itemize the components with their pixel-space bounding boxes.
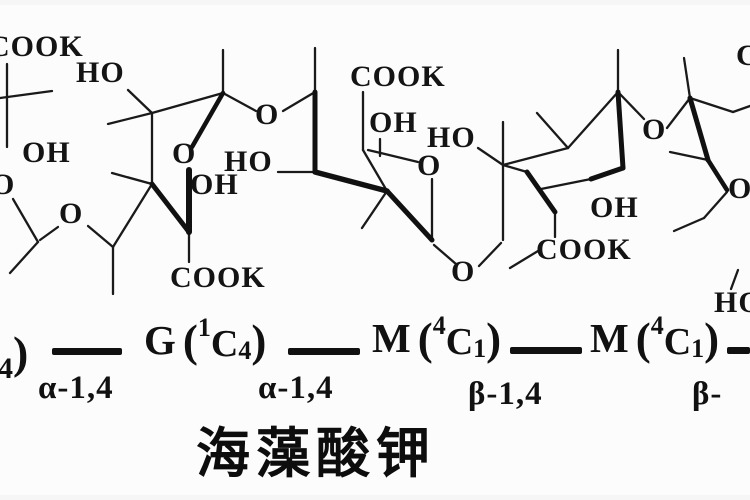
conformation-carbon: C [663,321,692,363]
open-paren: ( [182,316,198,366]
ring-oxygen-left-edge: O [0,168,16,201]
jpeg-artifact-band-top [0,0,750,5]
oh-label-ring2: OH [190,168,239,201]
chain-bond-dash-2 [288,348,360,355]
close-paren: ) [251,316,267,366]
cook-label-ring2: COOK [170,261,266,294]
ho-label-ring2: HO [76,56,125,89]
glycosidic-oxygen-4: O [642,113,667,146]
ho-label-right-partial: HO [714,286,750,319]
conformation-carbon: C [445,321,474,363]
residue-letter: G [144,317,176,363]
ho-label-ring3: HO [224,145,273,178]
ring-oxygen-ring3: O [417,149,442,182]
oh-label-ring1: OH [22,136,71,169]
chain-bond-dash-1 [52,348,122,355]
carbon-label-right-partial: C [736,39,750,72]
close-paren: ) [486,314,502,364]
glycosidic-oxygen-2: O [255,98,280,131]
open-paren: ( [417,314,433,364]
chain-bond-dash-4-partial [727,347,750,354]
glycosidic-oxygen-1: O [59,197,84,230]
ho-label-ring4: HO [427,121,476,154]
conformation-subscript: 4 [238,336,252,365]
conformation-superscript: 1 [197,313,211,342]
chain-bond-dash-3 [510,347,582,354]
conformation-carbon: C [210,323,239,365]
conformation-superscript: 4 [432,311,446,340]
fragment-paren: ) [13,327,29,378]
jpeg-artifact-band-bottom [0,495,750,500]
figure-title: 海藻酸钾 [196,424,436,484]
close-paren: ) [704,314,720,364]
cook-label-ring3: COOK [350,60,446,93]
chain-fragment-left: 4) [0,326,29,385]
cook-label-ring4: COOK [536,233,632,266]
linkage-label-alpha-1: α-1,4 [38,370,114,406]
linkage-label-beta-2-partial: β- [692,376,723,412]
glycosidic-oxygen-3: O [451,255,476,288]
residue-letter: M [590,315,629,361]
ring-oxygen-right-edge: O [728,172,750,205]
fragment-subscript: 4 [0,352,13,385]
linkage-label-beta-1: β-1,4 [468,376,543,412]
ring-oxygen-ring2: O [172,137,197,170]
conformation-subscript: 1 [473,334,487,363]
oh-label-ring4: OH [590,191,639,224]
open-paren: ( [635,314,651,364]
conformation-subscript: 1 [691,334,705,363]
oh-label-ring3: OH [369,106,418,139]
conformation-superscript: 4 [650,311,664,340]
cook-label-left-partial: COOK [0,30,84,63]
linkage-label-alpha-2: α-1,4 [258,370,334,406]
residue-letter: M [372,315,411,361]
